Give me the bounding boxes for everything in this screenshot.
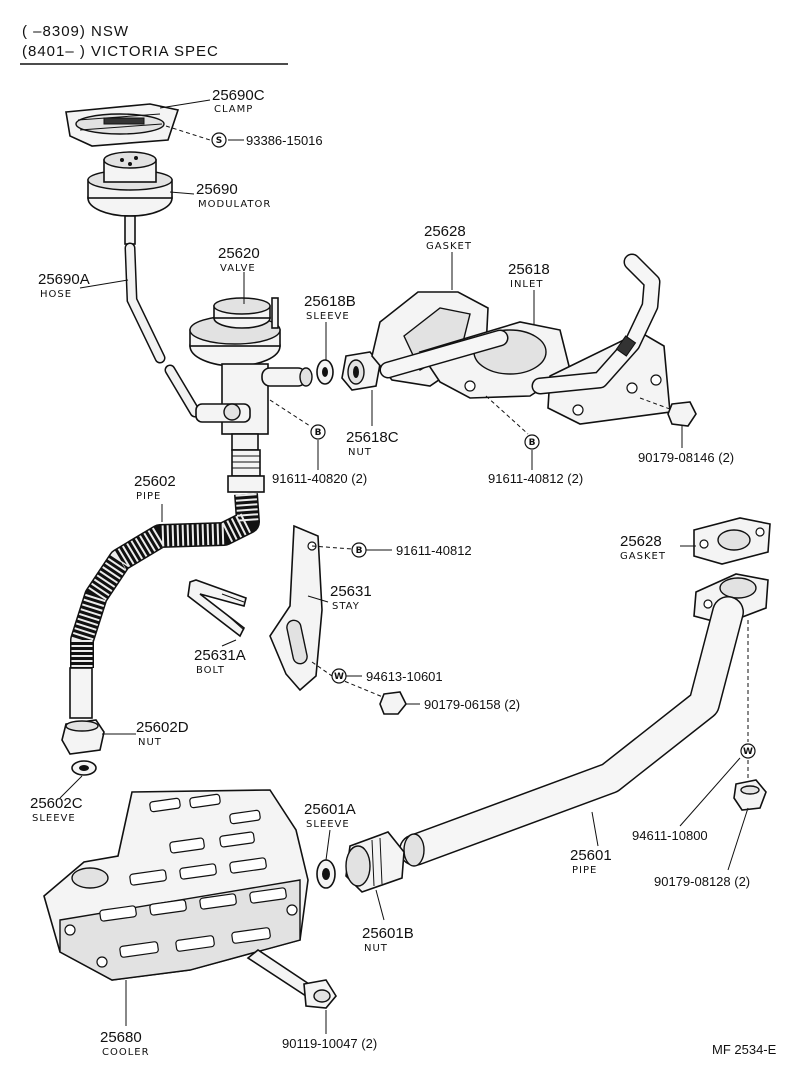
bolt-10047-drawing [246, 949, 337, 1009]
ref-number: 91611-40812 (2) [488, 471, 583, 486]
nut-06158-drawing [379, 691, 407, 715]
valve-drawing [164, 297, 313, 451]
part-number: 25618B [304, 293, 356, 310]
part-name: HOSE [40, 289, 72, 300]
part-name: SLEEVE [306, 819, 350, 830]
part-number: 25690C [212, 87, 265, 104]
reference-labels: 93386-15016 91611-40820 (2) 91611-40812 … [246, 133, 750, 1051]
part-name: MODULATOR [198, 199, 271, 210]
diagram-code: MF 2534-E [712, 1042, 777, 1057]
part-name: VALVE [220, 263, 256, 274]
part-name: GASKET [620, 551, 666, 562]
ref-number: 91611-40812 [396, 543, 472, 558]
symbol-b-3: B [356, 546, 363, 556]
cooler-drawing [43, 789, 309, 981]
part-name: INLET [510, 279, 543, 290]
part-number: 25631A [194, 647, 246, 664]
header-line-1: ( –8309) NSW [22, 23, 129, 40]
part-name: BOLT [196, 665, 225, 676]
hose-drawing [124, 242, 166, 364]
symbol-w-1: W [334, 672, 344, 682]
ref-number: 91611-40820 (2) [272, 471, 367, 486]
part-number: 25620 [218, 245, 260, 262]
nut-d-drawing [61, 719, 105, 776]
part-name: NUT [348, 447, 372, 458]
pipe-low-drawing [399, 596, 749, 867]
ref-number: 90179-08146 (2) [638, 450, 734, 465]
reference-symbols: S B B B W W [211, 132, 756, 759]
bolt-drawing [187, 579, 247, 638]
clamp-drawing [65, 103, 180, 147]
symbol-w-2: W [743, 747, 753, 757]
part-number: 25628 [424, 223, 466, 240]
ref-number: 94611-10800 [632, 828, 708, 843]
sleeve-a-nut-b-drawing [316, 831, 405, 893]
part-number: 25601B [362, 925, 414, 942]
ref-number: 93386-15016 [246, 133, 323, 148]
nut-08128-drawing [733, 779, 767, 811]
part-name: PIPE [136, 491, 161, 502]
inlet-drawing [371, 253, 697, 435]
part-number: 25628 [620, 533, 662, 550]
ref-number: 90179-08128 (2) [654, 874, 750, 889]
part-number: 25602D [136, 719, 189, 736]
part-number: 25602C [30, 795, 83, 812]
part-name: COOLER [102, 1047, 150, 1058]
symbol-s: S [216, 136, 222, 146]
part-number: 25618C [346, 429, 399, 446]
part-number: 25618 [508, 261, 550, 278]
part-name: NUT [138, 737, 162, 748]
stay-drawing [269, 524, 391, 701]
ref-number: 90179-06158 (2) [424, 697, 520, 712]
symbol-b-1: B [315, 428, 322, 438]
ref-number: 94613-10601 [366, 669, 443, 684]
part-number: 25690A [38, 271, 90, 288]
part-name: NUT [364, 943, 388, 954]
symbol-b-2: B [529, 438, 536, 448]
part-name: CLAMP [214, 104, 253, 115]
header: ( –8309) NSW (8401– ) VICTORIA SPEC [20, 23, 288, 65]
part-number: 25680 [100, 1029, 142, 1046]
part-name: SLEEVE [306, 311, 350, 322]
part-number: 25602 [134, 473, 176, 490]
part-number: 25601A [304, 801, 356, 818]
part-labels: 25690C CLAMP 25690 MODULATOR 25690A HOSE… [30, 87, 666, 1058]
part-number: 25690 [196, 181, 238, 198]
sleeve-nut-drawing [316, 351, 381, 391]
part-number: 25601 [570, 847, 612, 864]
part-number: 25631 [330, 583, 372, 600]
part-name: SLEEVE [32, 813, 76, 824]
pipe-drawing [69, 449, 265, 719]
part-name: STAY [332, 601, 360, 612]
ref-number: 90119-10047 (2) [282, 1036, 377, 1051]
part-name: GASKET [426, 241, 472, 252]
modulator-drawing [87, 151, 173, 245]
header-line-2: (8401– ) VICTORIA SPEC [22, 43, 219, 60]
leader-lines [59, 99, 749, 1034]
part-name: PIPE [572, 865, 597, 876]
